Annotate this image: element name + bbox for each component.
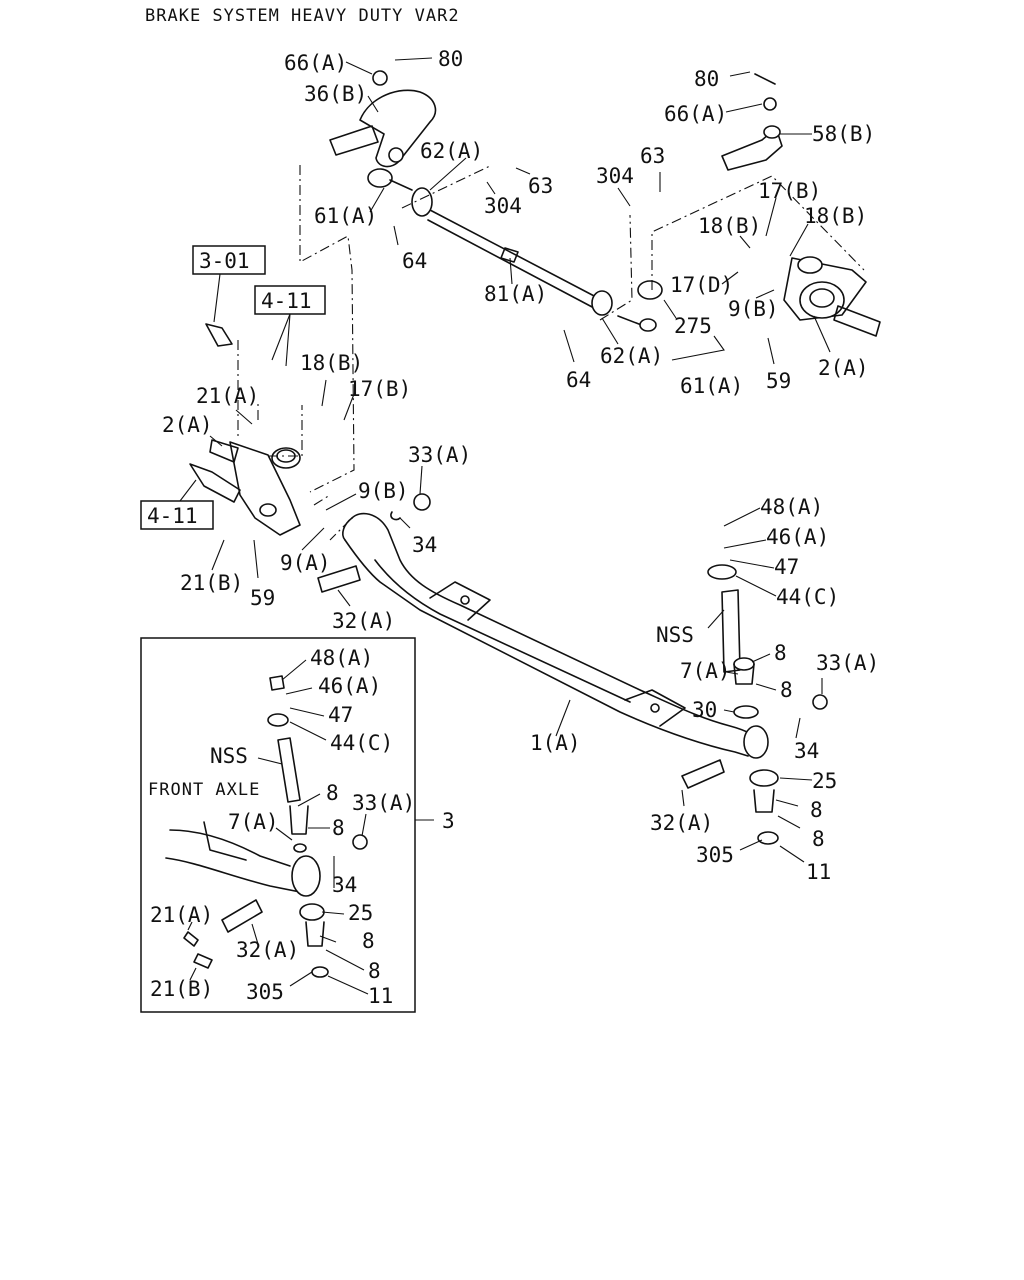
label-2a-left: 2(A) bbox=[162, 413, 213, 437]
label-17b-left: 17(B) bbox=[348, 377, 411, 401]
inset-label-8-c: 8 bbox=[362, 929, 375, 953]
steering-arm bbox=[329, 70, 437, 168]
right-steering-arm bbox=[721, 73, 783, 171]
inset-label-48a: 48(A) bbox=[310, 646, 373, 670]
inset-label-21b: 21(B) bbox=[150, 977, 213, 1001]
ref-box-4-11-left[interactable]: 4-11 bbox=[140, 500, 214, 530]
ref-box-4-11-top-label: 4-11 bbox=[261, 289, 312, 313]
label-21a-left: 21(A) bbox=[196, 384, 259, 408]
label-17d: 17(D) bbox=[670, 273, 733, 297]
left-king-pin bbox=[317, 493, 431, 593]
label-59-left: 59 bbox=[250, 586, 275, 610]
label-21b-left: 21(B) bbox=[180, 571, 243, 595]
label-66a-top: 66(A) bbox=[284, 51, 347, 75]
label-9a: 9(A) bbox=[280, 551, 331, 575]
inset-label-34: 34 bbox=[332, 873, 357, 897]
label-34-right: 34 bbox=[794, 739, 819, 763]
label-304-top: 304 bbox=[484, 194, 522, 218]
inset-label-32a: 32(A) bbox=[236, 938, 299, 962]
label-304-right: 304 bbox=[596, 164, 634, 188]
tie-rod bbox=[367, 168, 663, 332]
label-11: 11 bbox=[806, 860, 831, 884]
inset-label-47: 47 bbox=[328, 703, 353, 727]
label-58b: 58(B) bbox=[812, 122, 875, 146]
label-34-left: 34 bbox=[412, 533, 437, 557]
label-33a-right: 33(A) bbox=[816, 651, 879, 675]
label-32a-right: 32(A) bbox=[650, 811, 713, 835]
label-33a-left: 33(A) bbox=[408, 443, 471, 467]
leader-lines bbox=[209, 57, 831, 863]
label-80-right: 80 bbox=[694, 67, 719, 91]
inset-label-8-d: 8 bbox=[368, 959, 381, 983]
king-pin-assembly bbox=[681, 564, 828, 845]
label-62a-bottom: 62(A) bbox=[600, 344, 663, 368]
label-47: 47 bbox=[774, 555, 799, 579]
label-61a-bottom: 61(A) bbox=[680, 374, 743, 398]
inset-label-8-b: 8 bbox=[332, 816, 345, 840]
left-knuckle bbox=[209, 439, 301, 536]
label-64-top: 64 bbox=[402, 249, 427, 273]
diagram-title: BRAKE SYSTEM HEAVY DUTY VAR2 bbox=[145, 6, 460, 26]
label-305: 305 bbox=[696, 843, 734, 867]
label-63-top: 63 bbox=[528, 174, 553, 198]
label-8-c: 8 bbox=[810, 798, 823, 822]
label-66a-right: 66(A) bbox=[664, 102, 727, 126]
inset-panel: FRONT AXLE 3 bbox=[140, 637, 455, 1013]
label-9b-right: 9(B) bbox=[728, 297, 779, 321]
label-30: 30 bbox=[692, 698, 717, 722]
label-8-a: 8 bbox=[774, 641, 787, 665]
ref-box-3-01[interactable]: 3-01 bbox=[192, 245, 266, 275]
label-nss: NSS bbox=[656, 623, 694, 647]
label-63-right: 63 bbox=[640, 144, 665, 168]
reference-lines bbox=[237, 164, 865, 541]
front-axle-beam bbox=[342, 512, 763, 757]
inset-label-44c: 44(C) bbox=[330, 731, 393, 755]
label-8-d: 8 bbox=[812, 827, 825, 851]
label-8-b: 8 bbox=[780, 678, 793, 702]
label-17b-right: 17(B) bbox=[758, 179, 821, 203]
label-275: 275 bbox=[674, 314, 712, 338]
label-7a: 7(A) bbox=[680, 659, 731, 683]
inset-label-25: 25 bbox=[348, 901, 373, 925]
inset-label-305: 305 bbox=[246, 980, 284, 1004]
label-44c: 44(C) bbox=[776, 585, 839, 609]
label-25: 25 bbox=[812, 769, 837, 793]
inset-caption: FRONT AXLE bbox=[148, 780, 260, 800]
inset-callout-number: 3 bbox=[442, 809, 455, 833]
inset-label-46a: 46(A) bbox=[318, 674, 381, 698]
label-61a-top: 61(A) bbox=[314, 204, 377, 228]
label-32a-left: 32(A) bbox=[332, 609, 395, 633]
label-48a: 48(A) bbox=[760, 495, 823, 519]
label-9b-left: 9(B) bbox=[358, 479, 409, 503]
label-59-right: 59 bbox=[766, 369, 791, 393]
label-46a: 46(A) bbox=[766, 525, 829, 549]
label-18b-right-b: 18(B) bbox=[804, 204, 867, 228]
label-18b-left: 18(B) bbox=[300, 351, 363, 375]
ref-box-4-11-left-label: 4-11 bbox=[147, 504, 198, 528]
inset-label-8-a: 8 bbox=[326, 781, 339, 805]
main-labels: 66(A) 80 36(B) 62(A) 63 304 61(A) 64 81(… bbox=[162, 47, 879, 884]
label-36b: 36(B) bbox=[304, 82, 367, 106]
label-1a: 1(A) bbox=[530, 731, 581, 755]
inset-label-11: 11 bbox=[368, 984, 393, 1008]
label-2a-right: 2(A) bbox=[818, 356, 869, 380]
label-81a: 81(A) bbox=[484, 282, 547, 306]
inset-label-7a: 7(A) bbox=[228, 810, 279, 834]
label-62a-top: 62(A) bbox=[420, 139, 483, 163]
inset-label-21a: 21(A) bbox=[150, 903, 213, 927]
ref-box-3-01-label: 3-01 bbox=[199, 249, 250, 273]
label-18b-right-a: 18(B) bbox=[698, 214, 761, 238]
right-knuckle bbox=[783, 256, 881, 337]
ref-box-4-11-top[interactable]: 4-11 bbox=[254, 285, 326, 315]
inset-label-nss: NSS bbox=[210, 744, 248, 768]
label-80-top: 80 bbox=[438, 47, 463, 71]
label-64-bottom: 64 bbox=[566, 368, 591, 392]
inset-label-33a: 33(A) bbox=[352, 791, 415, 815]
